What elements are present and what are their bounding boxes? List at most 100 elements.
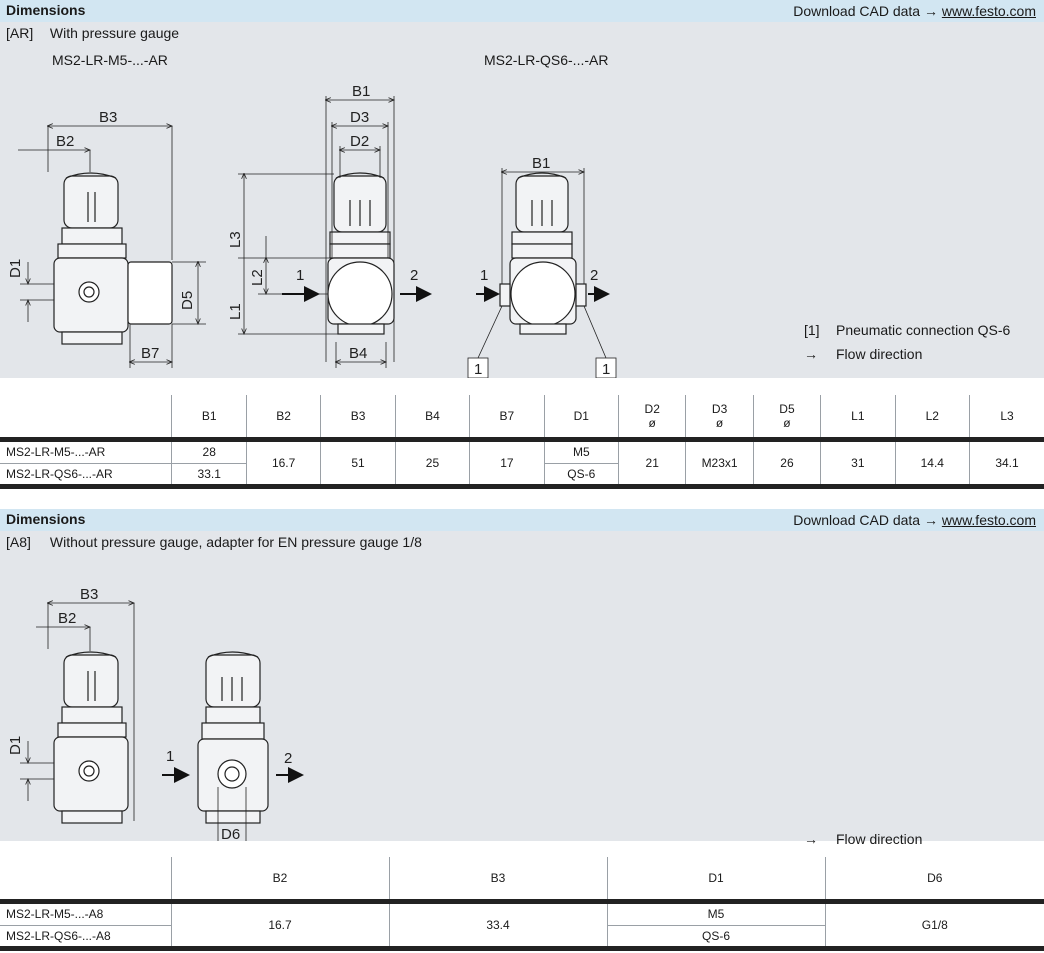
dims-qs6 xyxy=(467,168,617,378)
cell-d1: QS-6 xyxy=(606,924,825,946)
cell-b3: 51 xyxy=(320,442,396,484)
port1-front: 1 xyxy=(296,267,304,284)
row-name: MS2-LR-QS6-...-A8 xyxy=(0,924,171,946)
cell-d1: QS-6 xyxy=(543,462,619,484)
col-header: D1 xyxy=(543,395,619,437)
cell-d5: 26 xyxy=(752,442,821,484)
col-header: B3 xyxy=(388,857,607,899)
caption-m5: MS2-LR-M5-...-AR xyxy=(52,52,168,68)
label-d6: D6 xyxy=(221,826,240,841)
labels-side-m5: B3 B2 D1 D5 B7 xyxy=(7,109,196,362)
technical-drawing-ar: B3 B2 D1 D5 B7 xyxy=(7,83,617,378)
col-header: B7 xyxy=(469,395,545,437)
legend-item: →Flow direction xyxy=(804,346,1010,370)
cell-b2: 16.7 xyxy=(245,442,321,484)
view-front-m5 xyxy=(327,172,395,335)
col-header: B2 xyxy=(170,857,389,899)
port1-a8: 1 xyxy=(166,748,174,765)
download-cad: Download CAD data → www.festo.com xyxy=(793,512,1036,528)
view-qs6 xyxy=(499,172,587,335)
labels-qs6: B1 1 2 1 1 xyxy=(474,155,610,378)
technical-drawing-a8: B3 B2 D1 1 xyxy=(7,586,304,841)
label-b2: B2 xyxy=(58,610,76,627)
variant-line: [A8] Without pressure gauge, adapter for… xyxy=(6,534,422,550)
download-text: Download CAD data → xyxy=(793,3,938,19)
drawing-panel: [A8] Without pressure gauge, adapter for… xyxy=(0,531,1044,847)
label-l1: L1 xyxy=(227,303,244,320)
labels-front-m5: B1 D3 D2 L3 L1 L2 1 2 B4 xyxy=(227,83,418,362)
table-row: MS2-LR-M5-...-A8 16.7 33.4 M5 G1/8 xyxy=(0,904,1044,946)
label-l2: L2 xyxy=(249,269,266,286)
legend-text: Pneumatic connection QS-6 xyxy=(836,322,1011,338)
label-b3: B3 xyxy=(80,586,98,603)
labels-side-a8: B3 B2 D1 xyxy=(7,586,98,755)
cell-b7: 17 xyxy=(469,442,545,484)
table-row: MS2-LR-M5-...-AR 28 16.7 51 25 17 M5 21 … xyxy=(0,442,1044,484)
cell-b4: 25 xyxy=(394,442,470,484)
col-header: B3 xyxy=(320,395,396,437)
download-cad: Download CAD data → www.festo.com xyxy=(793,3,1036,19)
cell-d6: G1/8 xyxy=(824,904,1044,946)
legend-key: → xyxy=(804,831,818,847)
festo-link[interactable]: www.festo.com xyxy=(941,512,1036,528)
section-ar: Dimensions Download CAD data → www.festo… xyxy=(0,0,1044,378)
header-empty xyxy=(0,857,171,899)
label-b1: B1 xyxy=(352,83,370,100)
legend-key: [1] xyxy=(804,322,820,338)
dims-front-a8 xyxy=(217,787,247,841)
row-name: MS2-LR-M5-...-A8 xyxy=(6,907,104,922)
label-d1: D1 xyxy=(7,259,24,278)
view-side-m5 xyxy=(53,172,173,345)
cell-d3: M23x1 xyxy=(685,442,754,484)
cell-l1: 31 xyxy=(820,442,896,484)
download-text: Download CAD data → xyxy=(793,512,938,528)
table-header-row: B2 B3 D1 D6 xyxy=(0,857,1044,899)
header-empty xyxy=(0,395,172,437)
port2-front: 2 xyxy=(410,267,418,284)
label-d2: D2 xyxy=(350,133,369,150)
caption-qs6: MS2-LR-QS6-...-AR xyxy=(484,52,609,68)
table-row: MS2-LR-QS6-...-AR 33.1 QS-6 xyxy=(0,462,1044,484)
cell-b1: 33.1 xyxy=(171,462,247,484)
label-b4: B4 xyxy=(349,345,367,362)
label-d3: D3 xyxy=(350,109,369,126)
cell-d2: 21 xyxy=(618,442,686,484)
col-header: B4 xyxy=(394,395,470,437)
cell-b1: 28 xyxy=(171,442,247,463)
label-b1-qs6: B1 xyxy=(532,155,550,172)
variant-desc: Without pressure gauge, adapter for EN p… xyxy=(49,534,422,550)
table-row: MS2-LR-QS6-...-A8 QS-6 xyxy=(0,924,1044,946)
cell-d1: M5 xyxy=(606,904,825,925)
col-header: L1 xyxy=(820,395,896,437)
labels-front-a8: 1 2 D6 xyxy=(166,748,292,841)
section-header: Dimensions Download CAD data → www.festo… xyxy=(0,509,1044,531)
cell-d1: M5 xyxy=(543,442,619,463)
legend-ar: [1] Pneumatic connection QS-6 →Flow direc… xyxy=(804,322,1010,370)
dims-side-a8 xyxy=(20,603,134,821)
legend-a8: →Flow direction xyxy=(804,831,922,855)
legend-text: Flow direction xyxy=(836,346,923,362)
legend-item: [1] Pneumatic connection QS-6 xyxy=(804,322,1010,346)
section-title: Dimensions xyxy=(6,2,86,18)
col-header: B2 xyxy=(245,395,321,437)
section-title: Dimensions xyxy=(6,511,86,527)
col-header: L2 xyxy=(894,395,970,437)
col-header: B1 xyxy=(171,395,247,437)
cell-b2: 16.7 xyxy=(170,904,389,946)
callout-right: 1 xyxy=(602,361,610,378)
cell-l3: 34.1 xyxy=(968,442,1044,484)
label-d5: D5 xyxy=(179,291,196,310)
variant-desc: With pressure gauge xyxy=(49,25,180,41)
drawing-panel: [AR] With pressure gauge MS2-LR-M5-...-A… xyxy=(0,22,1044,378)
label-b3: B3 xyxy=(99,109,117,126)
label-b2: B2 xyxy=(56,133,74,150)
row-name: MS2-LR-QS6-...-AR xyxy=(0,462,172,484)
festo-link[interactable]: www.festo.com xyxy=(941,3,1036,19)
port1-qs6: 1 xyxy=(480,267,488,284)
legend-item: →Flow direction xyxy=(804,831,922,855)
variant-code: [A8] xyxy=(6,534,31,550)
dimensions-table-a8: B2 B3 D1 D6 MS2-LR-M5-...-A8 16.7 33.4 M… xyxy=(0,857,1044,951)
